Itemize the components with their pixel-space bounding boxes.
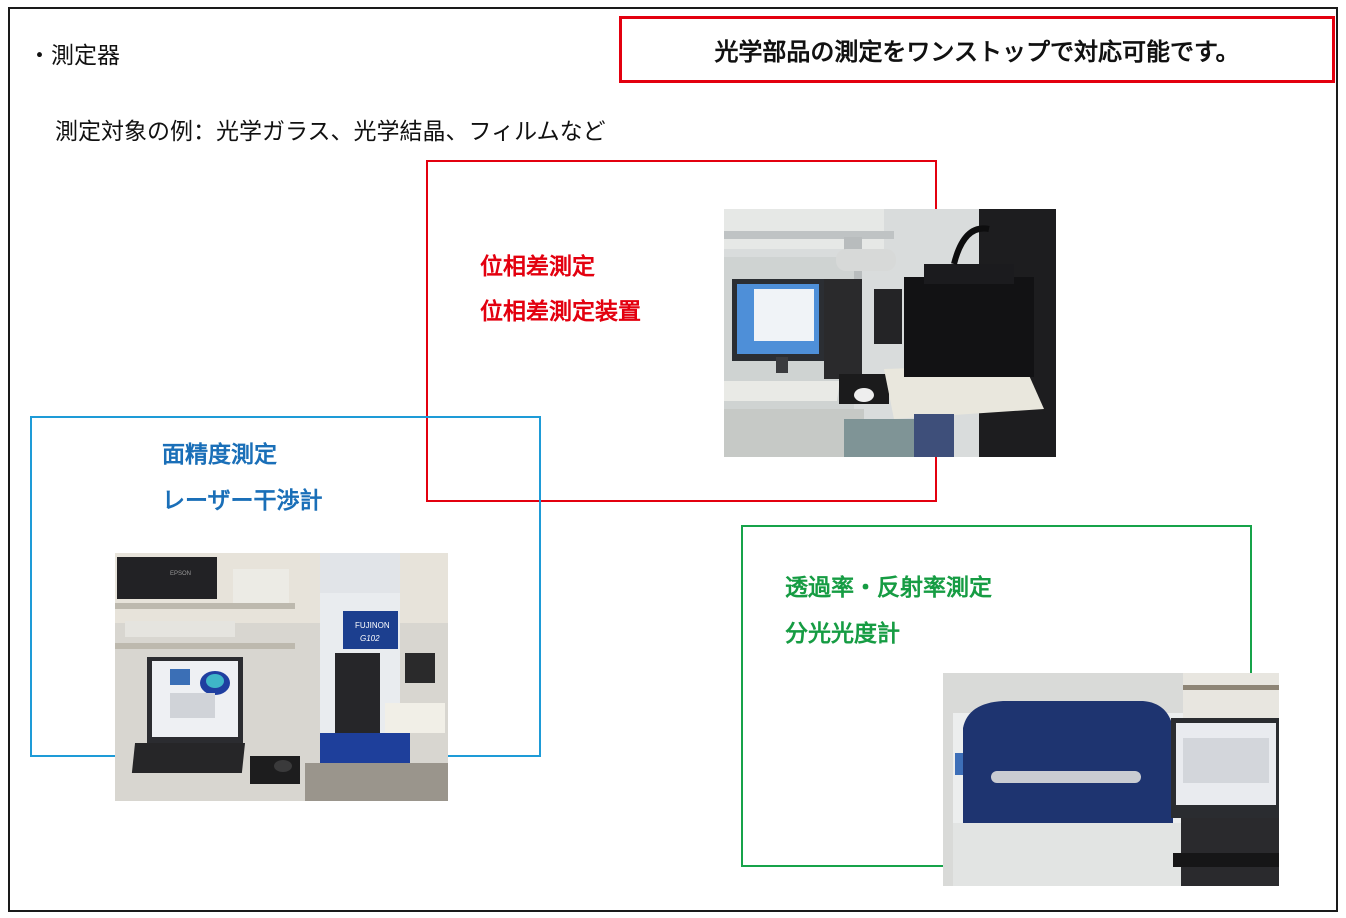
laser-interferometer-photo: EPSON FUJINON G102 xyxy=(115,553,448,801)
onestop-callout: 光学部品の測定をワンストップで対応可能です。 xyxy=(619,16,1335,83)
instrument-brand-label: FUJINON xyxy=(355,621,390,630)
transmittance-device: 分光光度計 xyxy=(785,620,900,647)
callout-text: 光学部品の測定をワンストップで対応可能です。 xyxy=(714,37,1240,66)
retardation-device: 位相差測定装置 xyxy=(480,298,641,325)
retardation-title: 位相差測定 xyxy=(480,253,595,280)
instrument-model-label: G102 xyxy=(360,634,380,643)
retardation-apparatus-photo xyxy=(724,209,1056,457)
section-heading: ・測定器 xyxy=(28,43,120,69)
printer-brand-label: EPSON xyxy=(170,571,191,577)
surface-accuracy-device: レーザー干渉計 xyxy=(162,487,323,514)
surface-accuracy-title: 面精度測定 xyxy=(162,441,277,468)
page-frame xyxy=(8,7,1338,912)
transmittance-title: 透過率・反射率測定 xyxy=(785,574,992,601)
measurement-examples: 測定対象の例：光学ガラス、光学結晶、フィルムなど xyxy=(55,119,606,145)
spectrophotometer-photo xyxy=(943,673,1279,886)
